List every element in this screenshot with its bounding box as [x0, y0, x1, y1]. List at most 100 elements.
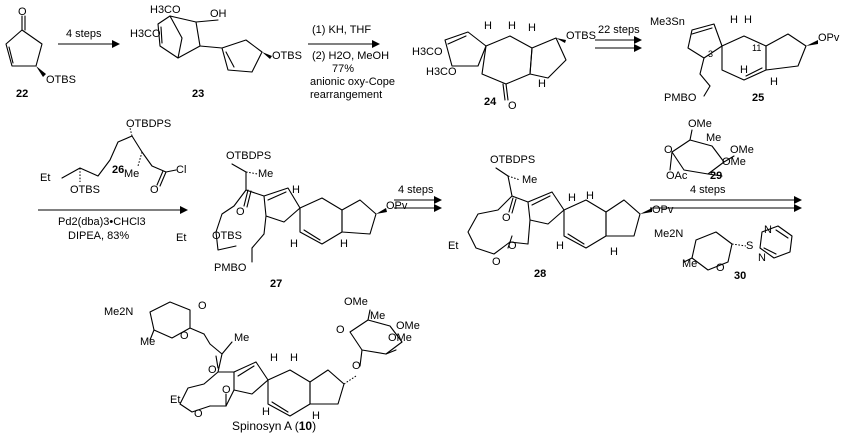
c10-o1: O: [180, 330, 189, 342]
c10-o3: O: [208, 364, 217, 376]
c30-n1: N: [764, 224, 772, 236]
c25-h2: H: [744, 14, 752, 26]
compound-22-structure: [5, 15, 46, 77]
c25-h4: H: [770, 76, 778, 88]
c28-h3: H: [556, 240, 564, 252]
spinosyn-a-structure: [149, 301, 403, 417]
compound-27-structure: [215, 163, 387, 263]
c27-o: O: [236, 206, 245, 218]
c26-et: Et: [40, 172, 51, 184]
arrow4-cond2: DIPEA, 83%: [68, 230, 130, 242]
c28-label: 28: [534, 268, 547, 280]
arrow2-note2: rearrangement: [310, 89, 383, 101]
compound-28-structure: [467, 167, 652, 255]
c10-me3: Me: [370, 310, 386, 322]
c26-otbs: OTBS: [70, 184, 100, 196]
c30-o: O: [716, 262, 725, 274]
c24-label: 24: [484, 96, 497, 108]
c27-otbdps: OTBDPS: [226, 150, 272, 162]
arrow3-above: 22 steps: [598, 24, 640, 36]
c10-name: Spinosyn A: [232, 419, 292, 433]
arrow-4: [38, 206, 188, 214]
c27-opv: OPv: [386, 200, 408, 212]
c30-n2: N: [758, 252, 766, 264]
c26-label: 26: [112, 164, 125, 176]
compound-26-structure: [61, 127, 177, 187]
arrow1-above: 4 steps: [66, 28, 102, 40]
c27-et: Et: [176, 232, 187, 244]
c25-h1: H: [730, 14, 738, 26]
c28-me: Me: [522, 174, 538, 186]
c24-h1: H: [484, 20, 492, 32]
c28-et: Et: [448, 240, 459, 252]
c10-me2n: Me2N: [104, 306, 134, 318]
c28-o2: O: [492, 256, 501, 268]
c10-o2: O: [198, 300, 207, 312]
c10-o7: O: [352, 360, 361, 372]
c10-ome1: OMe: [344, 296, 368, 308]
arrow-6: [650, 196, 802, 212]
arrow-3: [595, 36, 642, 52]
c10-et: Et: [170, 394, 181, 406]
c24-h3co-bottom: H3CO: [426, 66, 457, 78]
c27-h2: H: [290, 238, 298, 250]
c29-ome3: OMe: [722, 156, 746, 168]
c25-n3: 3: [708, 49, 714, 59]
c23-label: 23: [192, 88, 205, 100]
c24-h2: H: [508, 20, 516, 32]
arrow2-note1: anionic oxy-Cope: [310, 76, 395, 88]
c10-o5: O: [222, 384, 231, 396]
c29-ome2: OMe: [730, 144, 754, 156]
c10-me1: Me: [140, 336, 156, 348]
arrow5-above: 4 steps: [398, 184, 434, 196]
c22-label: 22: [16, 88, 29, 100]
arrow-1: [58, 40, 120, 48]
c29-label: 29: [710, 170, 723, 182]
c22-otbs: OTBS: [46, 74, 76, 86]
compound-24-structure: [444, 31, 567, 101]
c28-h4: H: [610, 246, 618, 258]
compound-23-structure: [157, 15, 272, 73]
c24-o: O: [508, 100, 517, 112]
c25-pmbo: PMBO: [664, 92, 697, 104]
c29-oac: OAc: [666, 170, 688, 182]
arrow-2: [308, 40, 380, 48]
c10-num: 10: [298, 419, 313, 433]
c10-ome2: OMe: [396, 320, 420, 332]
c30-me: Me: [682, 258, 698, 270]
c28-opv: OPv: [652, 204, 674, 216]
c29-ome1: OMe: [688, 118, 712, 130]
arrow2-yield: 77%: [332, 63, 355, 75]
c25-me3sn: Me3Sn: [650, 16, 685, 28]
arrow2-cond2: (2) H2O, MeOH: [312, 50, 390, 62]
arrow4-cond1: Pd2(dba)3•CHCl3: [58, 216, 146, 228]
c10-h2: H: [290, 352, 298, 364]
c27-label: 27: [270, 278, 283, 290]
c25-n11: 11: [752, 43, 762, 53]
c23-h3co-bottom: H3CO: [130, 28, 161, 40]
c27-h1: H: [292, 184, 300, 196]
c10-me2: Me: [234, 332, 250, 344]
compound-29-structure: [669, 129, 735, 177]
c24-otbs: OTBS: [566, 30, 596, 42]
c26-cl: Cl: [176, 164, 187, 176]
c24-h3: H: [528, 22, 536, 34]
c25-h3: H: [740, 64, 748, 76]
c25-opv: OPv: [818, 32, 840, 44]
c28-h2: H: [586, 190, 594, 202]
c28-h1: H: [568, 192, 576, 204]
c25-label: 25: [752, 92, 765, 104]
c10-o4: O: [194, 408, 203, 420]
c10-o6: O: [336, 324, 345, 336]
arrow6-below: 4 steps: [690, 184, 726, 196]
c27-otbs: OTBS: [212, 230, 242, 242]
c10-h3: H: [262, 406, 270, 418]
c27-me: Me: [258, 168, 274, 180]
c22-o: O: [18, 6, 27, 18]
c26-me: Me: [124, 168, 140, 180]
c10-h1: H: [270, 352, 278, 364]
c30-me2n: Me2N: [654, 228, 684, 240]
c23-otbs: OTBS: [272, 50, 302, 62]
c28-o: O: [502, 212, 511, 224]
